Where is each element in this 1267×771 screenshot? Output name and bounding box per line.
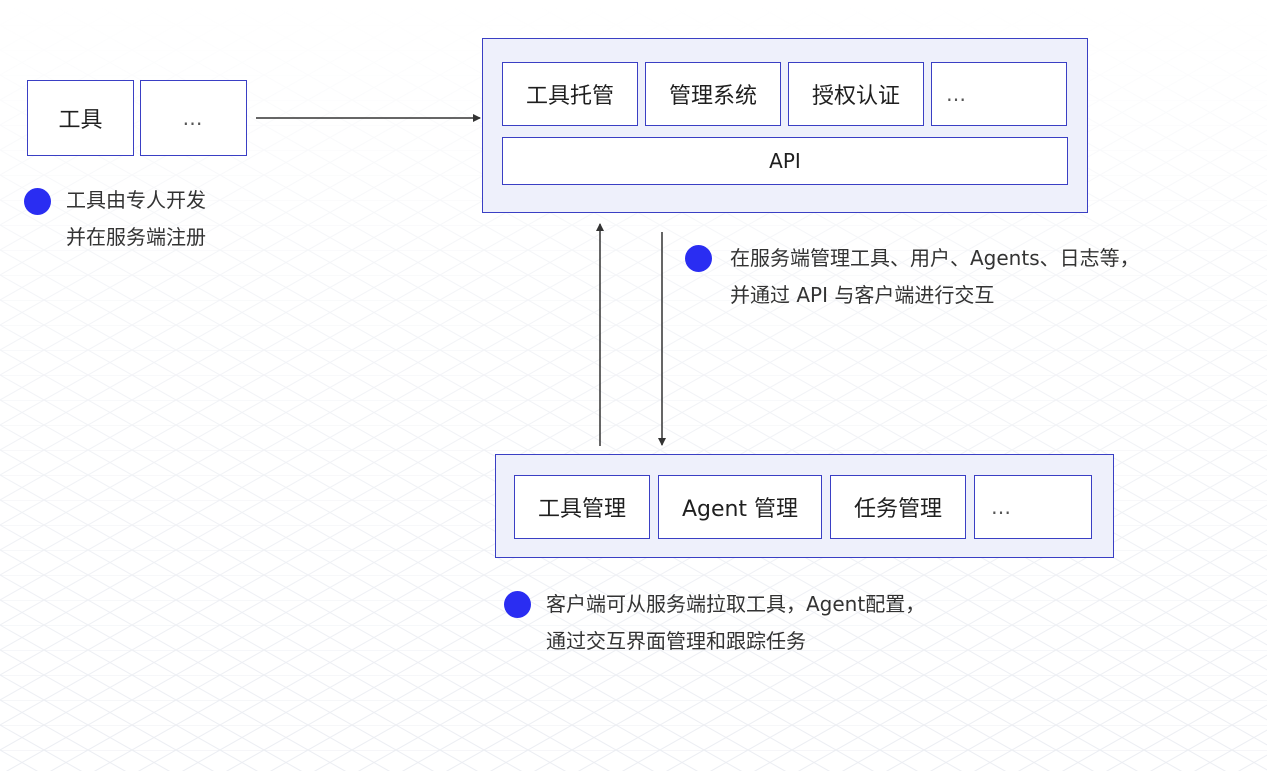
- bullet-dot-server: [685, 245, 712, 272]
- server-note-line2: 并通过 API 与客户端进行交互: [730, 283, 995, 307]
- tool-label: 工具: [58, 108, 103, 133]
- server-module-label: 授权认证: [811, 84, 900, 109]
- client-note-line2: 通过交互界面管理和跟踪任务: [546, 629, 806, 653]
- client-note: 客户端可从服务端拉取工具，Agent配置， 通过交互界面管理和跟踪任务: [546, 586, 925, 660]
- bullet-dot-tools: [24, 188, 51, 215]
- client-module-more: …: [974, 475, 1092, 539]
- tools-note: 工具由专人开发 并在服务端注册: [66, 182, 206, 256]
- server-module-hosting: 工具托管: [502, 62, 638, 126]
- tool-box: 工具: [27, 80, 134, 156]
- server-api-bar: API: [502, 137, 1068, 185]
- api-label: API: [769, 149, 801, 173]
- tool-more-label: …: [182, 106, 205, 130]
- server-module-label: 工具托管: [525, 84, 614, 109]
- tool-more-box: …: [140, 80, 247, 156]
- client-module-label: 任务管理: [853, 497, 942, 522]
- tools-note-line1: 工具由专人开发: [66, 188, 206, 212]
- server-note-line1: 在服务端管理工具、用户、Agents、日志等，: [730, 246, 1140, 270]
- client-module-tasks: 任务管理: [830, 475, 966, 539]
- client-module-agent: Agent 管理: [658, 475, 822, 539]
- client-note-line1: 客户端可从服务端拉取工具，Agent配置，: [546, 592, 926, 616]
- server-module-auth: 授权认证: [788, 62, 924, 126]
- server-module-label: …: [946, 82, 968, 106]
- server-module-label: 管理系统: [668, 84, 757, 109]
- server-note: 在服务端管理工具、用户、Agents、日志等， 并通过 API 与客户端进行交互: [730, 240, 1140, 314]
- server-module-more: …: [931, 62, 1067, 126]
- client-module-label: Agent 管理: [681, 497, 799, 522]
- bullet-dot-client: [504, 591, 531, 618]
- tools-note-line2: 并在服务端注册: [66, 225, 206, 249]
- client-module-tools: 工具管理: [514, 475, 650, 539]
- server-module-admin: 管理系统: [645, 62, 781, 126]
- client-module-label: …: [991, 495, 1013, 519]
- client-module-label: 工具管理: [537, 497, 626, 522]
